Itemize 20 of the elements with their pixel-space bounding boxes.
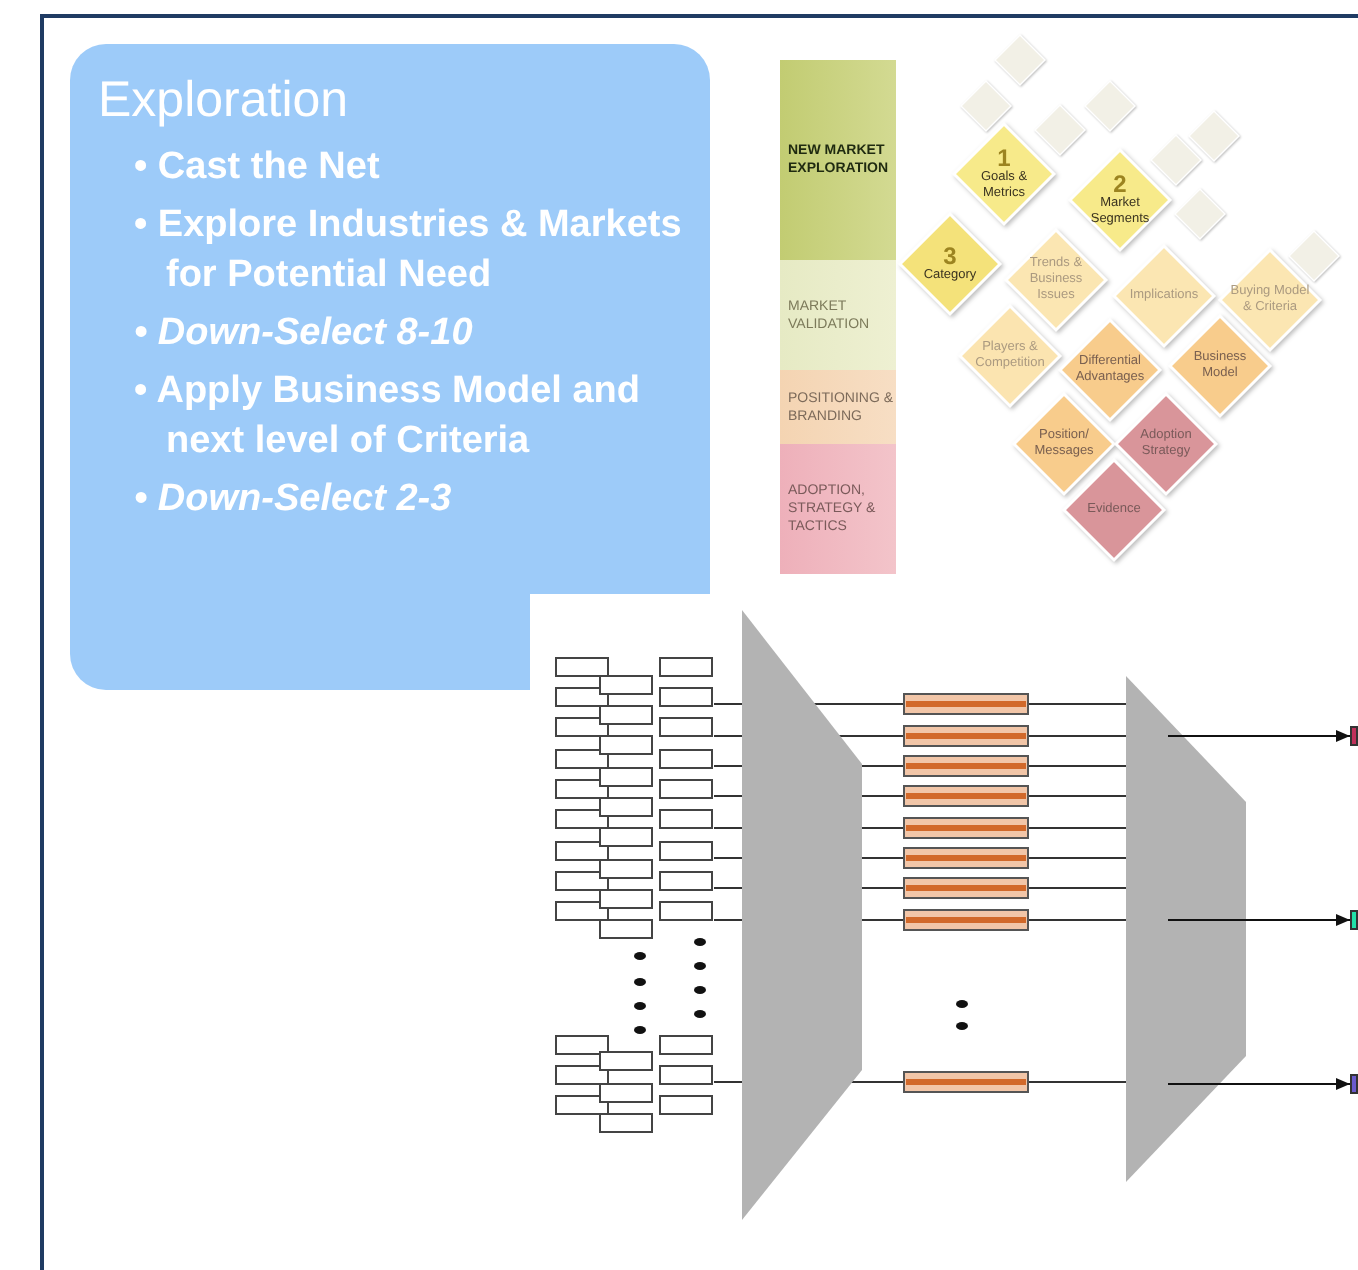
arrow [1167, 730, 1351, 742]
arrow [1167, 914, 1351, 926]
output-square [1350, 726, 1358, 746]
bullet-item: • Cast the Net [134, 144, 382, 192]
panel-heading: Exploration [98, 72, 349, 130]
bullet-item: • Explore Industries & Markets for Potential Need [134, 202, 684, 300]
output-square [1350, 1074, 1358, 1094]
arrow [1167, 1078, 1351, 1090]
output-square [1350, 910, 1358, 930]
bullet-item: • Apply Business Model and next level of Criteria [134, 368, 642, 466]
row-band [780, 60, 896, 260]
bullet-item: • Down-Select 8-10 [134, 310, 475, 358]
step-number: 2 [1113, 172, 1127, 196]
bullet-item: • Down-Select 2-3 [134, 476, 454, 524]
step-number: 1 [997, 146, 1011, 170]
row-band [780, 260, 896, 370]
step-number: 3 [943, 244, 957, 268]
info-panel [70, 44, 710, 690]
row-band [780, 370, 896, 444]
row-band [780, 444, 896, 574]
